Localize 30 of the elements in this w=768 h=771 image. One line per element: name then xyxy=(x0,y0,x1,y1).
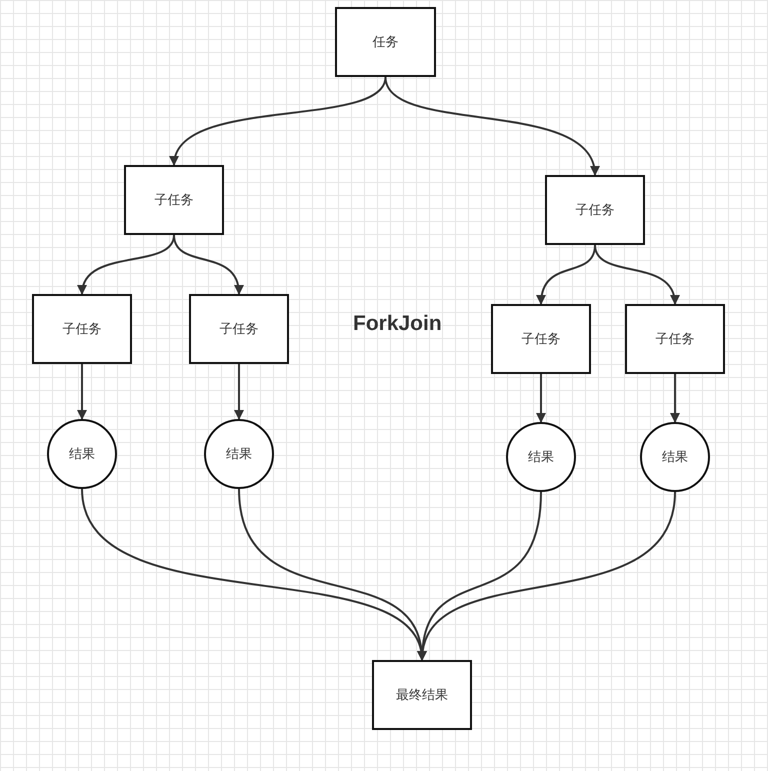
node-label: 结果 xyxy=(226,446,252,463)
node-label: 结果 xyxy=(662,449,688,466)
arrow xyxy=(173,234,243,295)
node-label: 子任务 xyxy=(154,192,194,209)
arrow xyxy=(418,492,676,661)
task-box xyxy=(625,304,725,374)
title: ForkJoin xyxy=(353,312,442,336)
node-label: 子任务 xyxy=(656,331,694,348)
task-box xyxy=(124,165,224,235)
task-box xyxy=(189,294,289,364)
task-box xyxy=(545,175,645,245)
result-circle xyxy=(506,422,576,492)
task-box xyxy=(491,304,591,374)
arrow xyxy=(234,364,244,420)
node-label: 结果 xyxy=(528,449,554,466)
node-label: 子任务 xyxy=(62,321,102,338)
task-box xyxy=(335,7,436,77)
arrow xyxy=(670,374,680,423)
task-box xyxy=(372,660,472,730)
node-label: 子任务 xyxy=(522,331,560,348)
node-label: 子任务 xyxy=(220,321,258,338)
task-box xyxy=(32,294,132,364)
node-label: 任务 xyxy=(372,34,398,51)
node-label: 结果 xyxy=(69,446,95,463)
arrow xyxy=(77,364,87,420)
arrow xyxy=(384,76,598,176)
node-label: 子任务 xyxy=(576,202,614,219)
arrow xyxy=(594,244,679,305)
node-label: 最终结果 xyxy=(396,687,448,704)
arrow xyxy=(536,374,546,423)
